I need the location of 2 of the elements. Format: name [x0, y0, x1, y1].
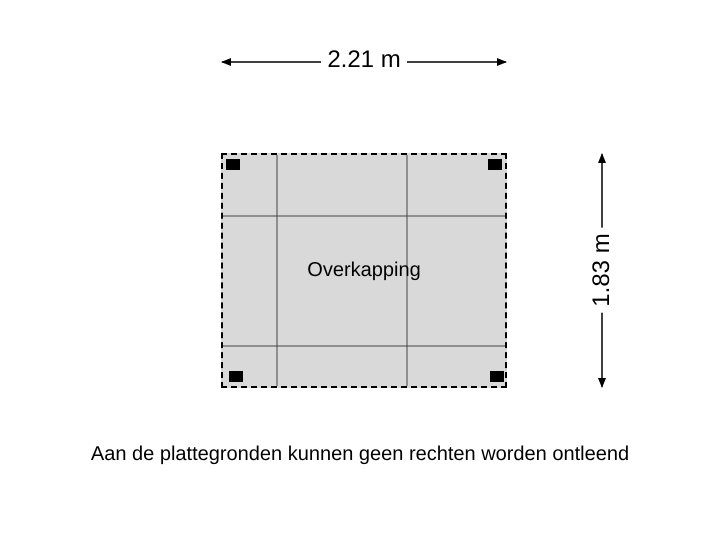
room-area — [221, 153, 507, 388]
disclaimer-caption: Aan de plattegronden kunnen geen rechten worden ontleend — [90, 443, 630, 466]
